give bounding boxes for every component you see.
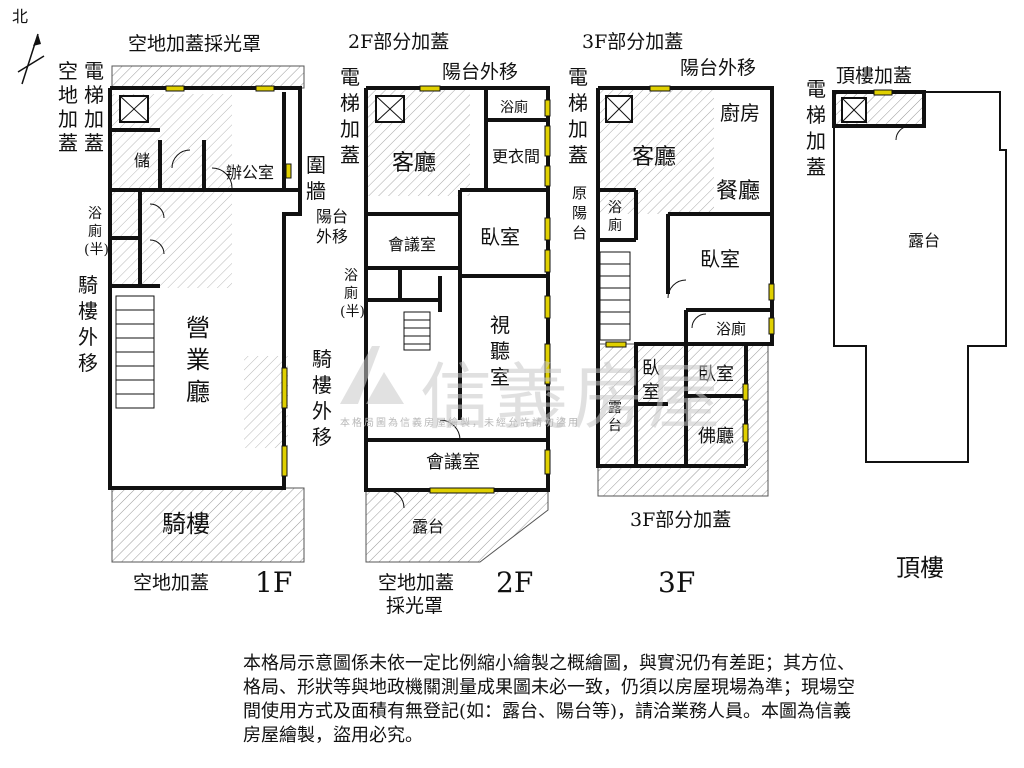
- f1-arcade-move-left-3: 外: [78, 325, 98, 349]
- f2-room-balcony-moved-1: 陽台: [316, 207, 348, 226]
- f1-room-wc-2: 廁: [88, 223, 102, 240]
- f3-elevator-label-2: 梯: [568, 91, 588, 115]
- f1-floor-name: 1F: [255, 566, 292, 599]
- f2-elevator-label-2: 梯: [340, 91, 360, 115]
- f2-room-av-2: 聽: [490, 339, 510, 363]
- f3-room-buddha: 佛廳: [698, 426, 734, 447]
- f2-room-meeting1: 會議室: [388, 235, 436, 254]
- f1-wall-2: 牆: [306, 179, 326, 203]
- f3-room-bedroom2-1: 臥: [642, 358, 660, 379]
- floor-1f: 空地加蓋採光罩 空地加蓋 1F 空 地 加 蓋 電 梯 加 蓋 騎 樓 外 移 …: [58, 33, 332, 599]
- f3-room-orig-balcony-2: 陽: [572, 204, 587, 222]
- f3-room-wc-small-1: 浴: [608, 200, 622, 216]
- f3-elevator-label-3: 加: [568, 117, 588, 141]
- f1-arcade-move-left-4: 移: [78, 351, 98, 375]
- roof-elevator-label-1: 電: [806, 77, 826, 101]
- f3-room-orig-balcony-1: 原: [572, 184, 587, 202]
- f3-bottom-label: 3F部分加蓋: [630, 509, 731, 531]
- f1-bottom-label: 空地加蓋: [133, 572, 209, 594]
- f1-room-wc-3: (半): [84, 242, 109, 258]
- f3-top-label: 3F部分加蓋: [582, 31, 683, 53]
- f1-open-label-3: 加: [58, 107, 78, 131]
- north-label: 北: [12, 7, 28, 26]
- f3-room-bedroom1: 臥室: [700, 247, 740, 271]
- f2-room-meeting2: 會議室: [426, 452, 480, 473]
- f2-floor-name: 2F: [496, 566, 533, 599]
- f1-top-label: 空地加蓋採光罩: [128, 33, 261, 55]
- floor-3f: 3F部分加蓋 陽台外移 電 梯 加 蓋 客廳 廚房 餐廳 原 陽 台 浴 廁 臥…: [568, 31, 775, 599]
- f1-open-label-1: 空: [58, 59, 78, 83]
- f3-balcony-move: 陽台外移: [680, 57, 756, 79]
- f3-elevator-label-4: 蓋: [568, 143, 588, 167]
- f2-room-living: 客廳: [392, 151, 436, 176]
- f3-room-terrace-2: 台: [608, 418, 622, 434]
- f1-elevator-label-1: 電: [84, 59, 104, 83]
- f2-room-bedroom: 臥室: [480, 225, 520, 249]
- f2-room-wc: 浴廁: [500, 99, 528, 116]
- roof-elevator-label-2: 梯: [806, 103, 826, 127]
- roof-top-label: 頂樓加蓋: [836, 65, 912, 87]
- f2-room-av-1: 視: [490, 313, 510, 337]
- roof-floor-name: 頂樓: [896, 554, 944, 582]
- north-arrow-icon: [17, 33, 45, 85]
- f3-floor-name: 3F: [658, 566, 695, 599]
- f2-room-wc-half-2: 廁: [344, 285, 358, 302]
- f1-room-storage: 儲: [134, 151, 150, 170]
- f1-room-lobby-2: 業: [186, 346, 210, 374]
- f1-open-label-2: 地: [58, 83, 78, 107]
- roof-room-terrace: 露台: [908, 231, 940, 250]
- f2-elevator-label-3: 加: [340, 117, 360, 141]
- f2-room-av-3: 室: [490, 365, 510, 389]
- f3-room-wc: 浴廁: [716, 320, 746, 338]
- f2-room-wc-half-3: (半): [340, 304, 365, 320]
- f2-room-wc-half-1: 浴: [344, 268, 358, 284]
- f3-room-dining: 餐廳: [716, 179, 760, 204]
- f3-room-terrace-1: 露: [608, 400, 622, 416]
- f2-top-label: 2F部分加蓋: [348, 31, 449, 53]
- f1-arcade-move-right-1: 騎: [312, 347, 332, 371]
- roof-elevator-label-4: 蓋: [806, 155, 826, 179]
- f3-room-wc-small-2: 廁: [608, 217, 622, 234]
- f1-room-lobby-1: 營: [186, 314, 210, 342]
- f1-elevator-label-2: 梯: [84, 83, 104, 107]
- f1-arcade-move-right-2: 樓: [312, 373, 332, 397]
- f1-wall-1: 圍: [306, 153, 326, 177]
- floor-roof: 頂樓加蓋 電 梯 加 蓋 露台 頂樓: [806, 65, 1007, 582]
- f3-room-living: 客廳: [632, 145, 676, 170]
- f1-room-lobby-3: 廳: [186, 378, 210, 406]
- roof-elevator-label-3: 加: [806, 129, 826, 153]
- f1-elevator-label-4: 蓋: [84, 131, 104, 155]
- f3-elevator-label-1: 電: [568, 65, 588, 89]
- floor-2f: 2F部分加蓋 陽台外移 電 梯 加 蓋 客廳 浴廁 更衣間 陽台 外移 會議室 …: [316, 31, 551, 617]
- f2-bottom-label-1: 空地加蓋: [378, 572, 454, 594]
- f3-room-bedroom3: 臥室: [698, 364, 734, 385]
- f2-elevator-label-1: 電: [340, 65, 360, 89]
- f2-elevator-label-4: 蓋: [340, 143, 360, 167]
- f3-room-kitchen: 廚房: [720, 101, 760, 125]
- f1-arcade-move-right-3: 外: [312, 399, 332, 423]
- f1-room-arcade: 騎樓: [162, 510, 210, 538]
- f1-arcade-move-left-2: 樓: [78, 299, 98, 323]
- f2-room-terrace: 露台: [412, 517, 444, 536]
- disclaimer-text: 本格局示意圖係未依一定比例縮小繪製之概繪圖，與實況仍有差距；其方位、格局、形狀等…: [243, 653, 855, 746]
- f1-arcade-move-right-4: 移: [312, 425, 332, 449]
- f3-room-bedroom2-2: 室: [642, 382, 660, 403]
- f2-room-balcony-moved-2: 外移: [316, 227, 348, 246]
- f1-room-office: 辦公室: [226, 163, 274, 182]
- f1-open-label-4: 蓋: [58, 131, 78, 155]
- f1-arcade-move-left-1: 騎: [78, 273, 98, 297]
- f2-balcony-move: 陽台外移: [442, 61, 518, 83]
- f2-bottom-label-2: 採光罩: [386, 595, 443, 617]
- f1-room-wc-1: 浴: [88, 206, 102, 222]
- f2-room-closet: 更衣間: [492, 147, 540, 166]
- f1-elevator-label-3: 加: [84, 107, 104, 131]
- f3-room-orig-balcony-3: 台: [572, 224, 587, 242]
